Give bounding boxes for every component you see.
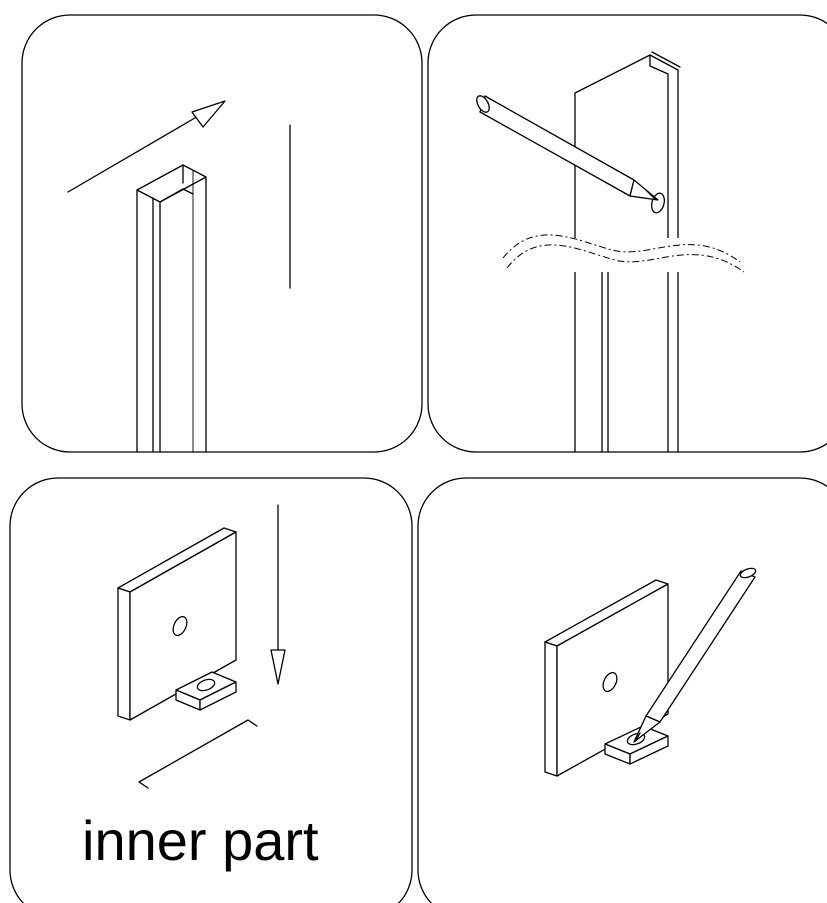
panel-2-break-mark — [502, 234, 745, 273]
panel-2-frame — [427, 14, 827, 453]
panel-3-caption: inner part — [82, 809, 319, 872]
panel-2-hole — [651, 192, 665, 214]
panel-1-u-channel-profile — [136, 164, 207, 453]
panel-1-direction-arrow — [67, 100, 226, 193]
panel-2 — [427, 14, 827, 453]
panel-3-base-block — [175, 671, 237, 711]
panel-4-pencil — [633, 567, 757, 743]
panel-1 — [21, 14, 423, 453]
panel-1-frame — [21, 14, 423, 453]
panel-3-down-arrow — [270, 504, 286, 685]
panel-3-bracket — [138, 719, 258, 789]
panel-4 — [417, 477, 827, 903]
panel-3: inner part — [9, 477, 413, 903]
panel-2-pencil — [476, 95, 659, 201]
